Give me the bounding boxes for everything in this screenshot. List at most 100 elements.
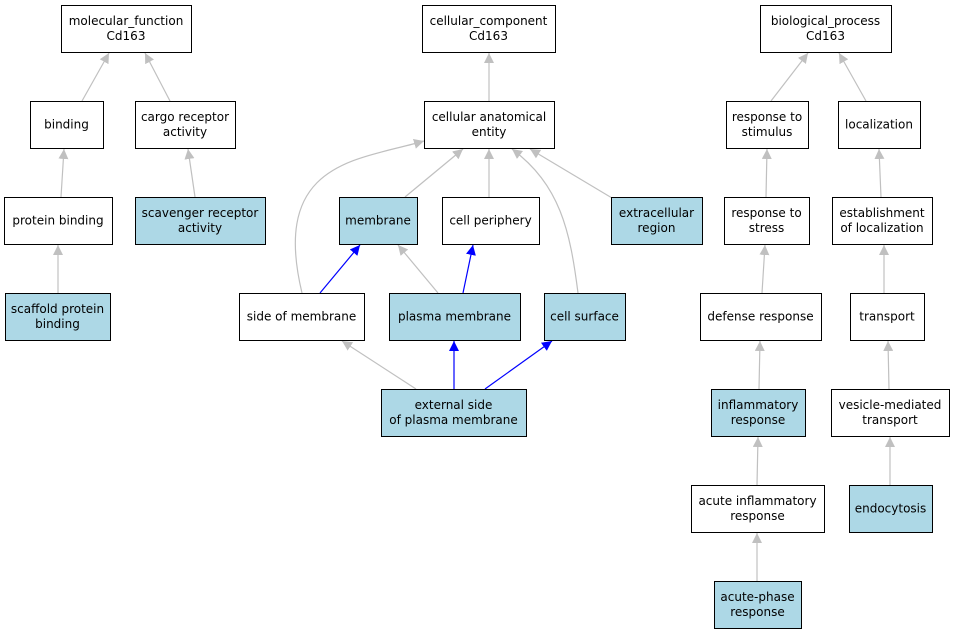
node-plasma-membrane[interactable]: plasma membrane bbox=[389, 293, 521, 341]
edge-response-to-stress-to-response-to-stimulus bbox=[761, 148, 772, 198]
edge-cargo-receptor-activity-to-mf-root bbox=[144, 52, 171, 102]
node-box bbox=[838, 101, 921, 149]
edge-line bbox=[184, 148, 196, 198]
edge-protein-binding-to-binding bbox=[58, 148, 69, 198]
edge-binding-to-mf-root bbox=[81, 52, 110, 102]
node-box bbox=[135, 101, 236, 149]
edge-inflammatory-response-to-defense-response bbox=[754, 340, 765, 390]
edge-line bbox=[319, 244, 361, 294]
node-endocytosis[interactable]: endocytosis bbox=[849, 485, 933, 533]
node-label-line: protein binding bbox=[12, 214, 103, 228]
node-label-line: response to bbox=[732, 110, 802, 124]
node-label-line: Cd163 bbox=[806, 29, 845, 43]
edge-membrane-to-cellular-anatomical-entity bbox=[404, 148, 464, 198]
node-membrane[interactable]: membrane bbox=[339, 197, 418, 245]
node-label-line: inflammatory bbox=[718, 398, 799, 412]
node-box bbox=[611, 197, 703, 245]
node-box bbox=[726, 101, 809, 149]
node-label-line: external side bbox=[415, 398, 493, 412]
node-cell-periphery[interactable]: cell periphery bbox=[442, 197, 540, 245]
node-box bbox=[424, 101, 555, 149]
node-label-line: region bbox=[638, 221, 676, 235]
edge-line bbox=[294, 139, 425, 294]
edge-line bbox=[761, 148, 772, 198]
edge-localization-to-bp-root bbox=[838, 52, 867, 102]
node-defense-response[interactable]: defense response bbox=[700, 293, 822, 341]
node-box bbox=[724, 197, 810, 245]
edge-defense-response-to-response-to-stress bbox=[759, 244, 770, 294]
node-label-line: cell periphery bbox=[449, 214, 531, 228]
node-label-line: localization bbox=[845, 118, 913, 132]
node-side-of-membrane[interactable]: side of membrane bbox=[239, 293, 365, 341]
edge-plasma-membrane-to-cell-periphery bbox=[462, 244, 476, 294]
node-cell-surface[interactable]: cell surface bbox=[544, 293, 626, 341]
edge-scavenger-receptor-activity-to-cargo-receptor-activity bbox=[184, 148, 196, 198]
node-label-line: activity bbox=[163, 125, 207, 139]
node-box bbox=[711, 389, 806, 437]
node-box bbox=[850, 293, 925, 341]
node-label-line: defense response bbox=[707, 310, 813, 324]
node-binding[interactable]: binding bbox=[30, 101, 104, 149]
node-label-line: response bbox=[731, 413, 786, 427]
node-protein-binding[interactable]: protein binding bbox=[4, 197, 113, 245]
node-box bbox=[61, 5, 192, 53]
node-transport[interactable]: transport bbox=[850, 293, 925, 341]
node-localization[interactable]: localization bbox=[838, 101, 921, 149]
node-box bbox=[389, 293, 521, 341]
node-label-line: side of membrane bbox=[247, 310, 356, 324]
node-label-line: biological_process bbox=[771, 14, 880, 28]
node-box bbox=[760, 5, 892, 53]
edge-extracellular-region-to-cellular-anatomical-entity bbox=[529, 148, 613, 199]
node-label-line: extracellular bbox=[619, 206, 694, 220]
node-label-line: response bbox=[730, 605, 785, 619]
node-box bbox=[422, 5, 556, 53]
edge-line bbox=[874, 148, 885, 198]
node-label-line: binding bbox=[35, 317, 80, 331]
node-label-line: transport bbox=[859, 310, 915, 324]
node-box bbox=[5, 293, 111, 341]
node-label-line: cellular anatomical bbox=[432, 110, 546, 124]
node-label-line: Cd163 bbox=[469, 29, 508, 43]
node-label-line: cellular_component bbox=[430, 14, 548, 28]
edge-line bbox=[397, 244, 439, 294]
node-label-line: cell surface bbox=[550, 310, 619, 324]
node-box bbox=[381, 389, 527, 437]
edge-line bbox=[754, 340, 765, 390]
node-label-line: Cd163 bbox=[107, 29, 146, 43]
node-label-line: membrane bbox=[345, 214, 411, 228]
edge-line bbox=[511, 148, 579, 294]
node-label-line: scavenger receptor bbox=[142, 206, 259, 220]
node-box bbox=[831, 389, 950, 437]
node-label-line: activity bbox=[178, 221, 222, 235]
edge-vesicle-mediated-transport-to-transport bbox=[883, 340, 894, 390]
node-label-line: entity bbox=[472, 125, 507, 139]
node-label-line: scaffold protein bbox=[11, 302, 104, 316]
node-label-line: cargo receptor bbox=[141, 110, 229, 124]
node-label-line: stimulus bbox=[742, 125, 793, 139]
edge-cell-surface-to-cellular-anatomical-entity bbox=[511, 148, 579, 294]
node-label-line: transport bbox=[862, 413, 918, 427]
edge-line bbox=[81, 52, 110, 102]
edge-line bbox=[529, 148, 613, 199]
node-label-line: acute-phase bbox=[720, 590, 794, 604]
edge-line bbox=[484, 340, 553, 390]
node-label-line: response bbox=[730, 509, 785, 523]
